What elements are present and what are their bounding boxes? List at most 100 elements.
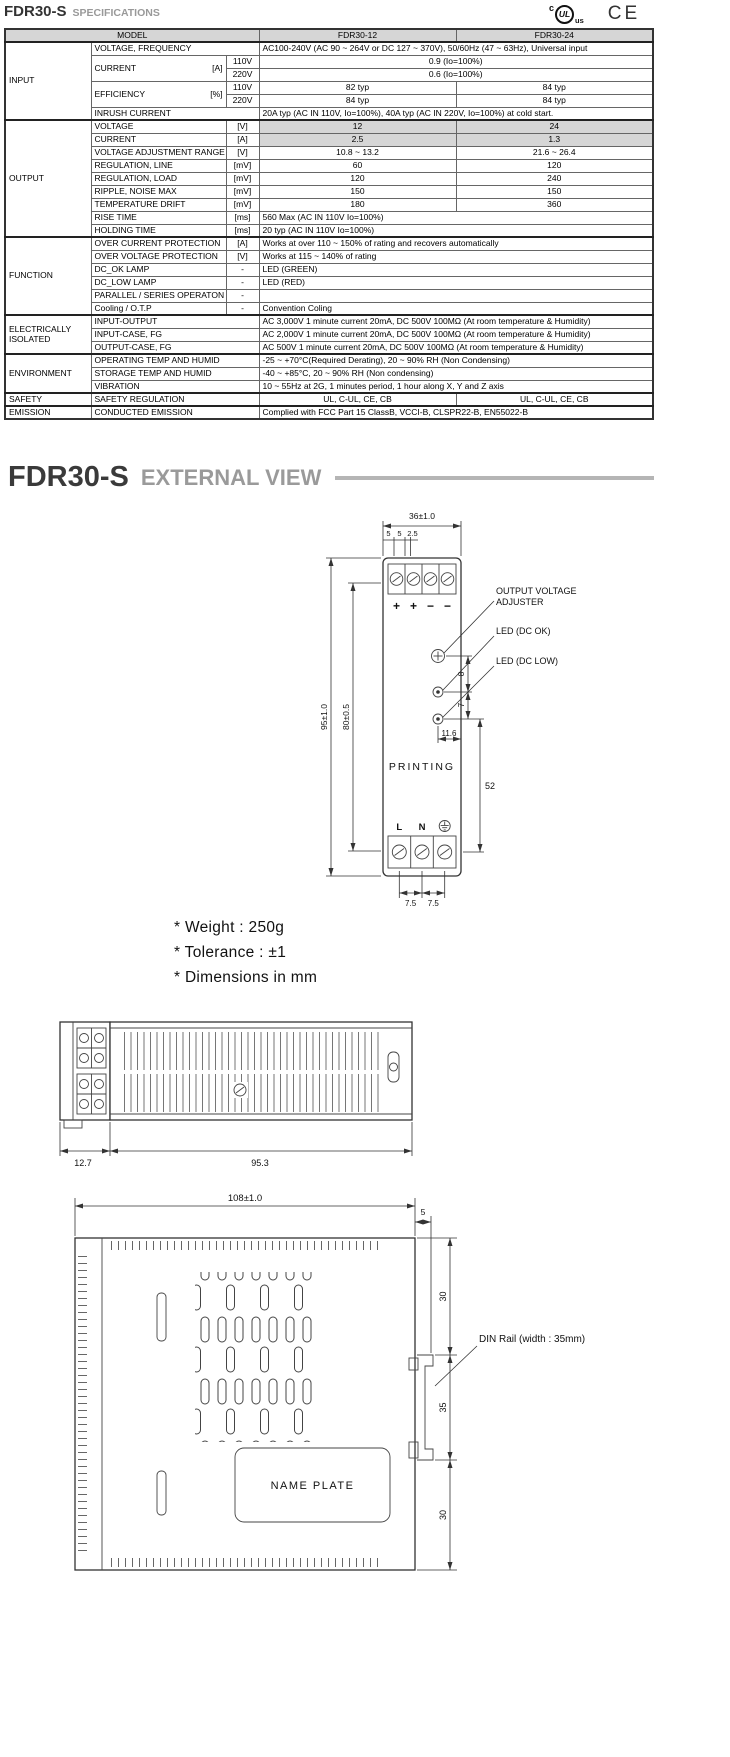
value-adj-m1: 10.8 ~ 13.2 bbox=[258, 145, 457, 160]
value-out-current-m2: 1.3 bbox=[455, 132, 654, 147]
dim-terminal-pitch-top: 5 5 2.5 bbox=[383, 529, 418, 556]
page-subtitle: SPECIFICATIONS bbox=[72, 7, 160, 19]
param-safety: SAFETY REGULATION bbox=[90, 392, 260, 407]
external-title: FDR30-S bbox=[8, 461, 129, 493]
row-dc-low-lamp: DC_LOW LAMP - LED (RED) bbox=[5, 275, 654, 290]
unit-cell: [A] bbox=[225, 132, 260, 147]
row-ovp: OVER VOLTAGE PROTECTION [V] Works at 115… bbox=[5, 249, 654, 264]
din-clip-tab bbox=[63, 1119, 83, 1129]
name-plate-outline bbox=[234, 1447, 391, 1523]
value-current-220: 0.6 (Io=100%) bbox=[258, 67, 654, 82]
row-vibration: VIBRATION 10 ~ 55Hz at 2G, 1 minutes per… bbox=[5, 379, 654, 394]
param-iso-oc: OUTPUT-CASE, FG bbox=[90, 340, 260, 355]
param-reg-load: REGULATION, LOAD bbox=[90, 171, 227, 186]
vent-grille-bottom bbox=[124, 1074, 380, 1112]
row-iso-input-output: ELECTRICALLY ISOLATED INPUT-OUTPUT AC 3,… bbox=[4, 314, 654, 355]
row-regulation-line: REGULATION, LINE [mV] 60 120 bbox=[5, 158, 654, 173]
row-output-voltage: OUTPUT VOLTAGE [V] 12 24 bbox=[4, 119, 654, 238]
value-regline-m1: 60 bbox=[258, 158, 457, 173]
front-view-drawing: + + − − 36±1.0 5 5 2.5 95±1.0 bbox=[319, 511, 577, 908]
dim-label: 5 bbox=[421, 1207, 426, 1217]
row-safety-regulation: SAFETY SAFETY REGULATION UL, C-UL, CE, C… bbox=[4, 392, 654, 407]
row-efficiency-220: 220V 84 typ 84 typ bbox=[5, 93, 654, 108]
vent-fins-bottom bbox=[107, 1558, 381, 1567]
terminal-screw bbox=[440, 572, 455, 586]
dim-width-36: 36±1.0 bbox=[382, 511, 462, 556]
dim-bottom-pitch: 7.5 7.5 bbox=[398, 871, 446, 908]
section-emission: EMISSION bbox=[4, 405, 92, 420]
param-dc-ok: DC_OK LAMP bbox=[90, 262, 227, 277]
terminal-screw bbox=[79, 1099, 89, 1109]
dim-label: 95±1.0 bbox=[319, 704, 329, 730]
callout-label: LED (DC LOW) bbox=[496, 656, 558, 666]
minus-label: − bbox=[427, 599, 434, 613]
plus-label: + bbox=[393, 599, 400, 613]
unit-cell: [V] bbox=[225, 119, 260, 134]
param-inrush: INRUSH CURRENT bbox=[90, 106, 260, 121]
terminal-section bbox=[59, 1021, 111, 1129]
param-ovp: OVER VOLTAGE PROTECTION bbox=[90, 249, 227, 264]
note-tolerance: * Tolerance : ±1 bbox=[174, 944, 287, 961]
param-ripple: RIPPLE, NOISE MAX bbox=[90, 184, 227, 199]
vent-fins-left bbox=[78, 1252, 87, 1556]
value-ovp: Works at 115 ~ 140% of rating bbox=[258, 249, 654, 264]
drawing-notes: * Weight : 250g * Tolerance : ±1 * Dimen… bbox=[174, 919, 317, 994]
param-ocp: OVER CURRENT PROTECTION bbox=[90, 236, 227, 251]
earth-ground-icon bbox=[438, 820, 451, 832]
callout-label: ADJUSTER bbox=[496, 597, 544, 607]
value-holding-time: 20 typ (AC IN 110V Io=100%) bbox=[258, 223, 654, 238]
line-label: L bbox=[396, 822, 402, 833]
value-ripple-m1: 150 bbox=[258, 184, 457, 199]
ce-mark: CE bbox=[607, 3, 641, 24]
value-vibration: 10 ~ 55Hz at 2G, 1 minutes period, 1 hou… bbox=[258, 379, 654, 394]
sub-220v: 220V bbox=[225, 67, 260, 82]
section-electrically-isolated: ELECTRICALLY ISOLATED bbox=[4, 314, 92, 355]
note-weight: * Weight : 250g bbox=[174, 919, 285, 936]
section-output: OUTPUT bbox=[4, 119, 92, 238]
param-dc-low: DC_LOW LAMP bbox=[90, 275, 227, 290]
dim-width-108: 108±1.0 bbox=[74, 1193, 416, 1236]
dim-52: 52 bbox=[463, 719, 495, 853]
value-dc-low: LED (RED) bbox=[258, 275, 654, 290]
bottom-terminal-block bbox=[387, 835, 457, 869]
row-ripple-noise: RIPPLE, NOISE MAX [mV] 150 150 bbox=[5, 184, 654, 199]
row-voltage-frequency: INPUT VOLTAGE, FREQUENCY AC100-240V (AC … bbox=[4, 41, 654, 121]
row-cooling-otp: Cooling / O.T.P - Convention Coling bbox=[5, 301, 654, 316]
callout-adjuster: OUTPUT VOLTAGE ADJUSTER bbox=[443, 586, 577, 654]
side-view-drawing: 12.7 95.3 bbox=[59, 1021, 413, 1168]
callout-label: OUTPUT VOLTAGE bbox=[496, 586, 577, 596]
param-op-temp: OPERATING TEMP AND HUMID bbox=[90, 353, 260, 368]
param-efficiency: EFFICIENCY[%] bbox=[90, 80, 227, 108]
vent-slot bbox=[156, 1470, 167, 1516]
value-drift-m2: 360 bbox=[455, 197, 654, 212]
dim-label: 52 bbox=[485, 781, 495, 791]
param-holding-time: HOLDING TIME bbox=[90, 223, 227, 238]
sub-110v: 110V bbox=[225, 80, 260, 95]
value-op-temp: -25 ~ +70°C(Required Derating), 20 ~ 90%… bbox=[258, 353, 654, 368]
row-operating-temp: ENVIRONMENT OPERATING TEMP AND HUMID -25… bbox=[4, 353, 654, 394]
param-rise-time: RISE TIME bbox=[90, 210, 227, 225]
printing-label: PRINTING bbox=[389, 761, 455, 773]
unit-cell: [mV] bbox=[225, 184, 260, 199]
value-out-voltage-m2: 24 bbox=[455, 119, 654, 134]
param-unit: [A] bbox=[212, 62, 223, 73]
neutral-label: N bbox=[419, 822, 426, 833]
dim-label: 95.3 bbox=[251, 1158, 269, 1168]
unit-cell: [ms] bbox=[225, 223, 260, 238]
dim-length-953: 95.3 bbox=[110, 1122, 413, 1168]
terminal-screw bbox=[94, 1053, 104, 1063]
led-dc-low-icon bbox=[432, 713, 444, 725]
row-inrush-current: INRUSH CURRENT 20A typ (AC IN 110V, Io=1… bbox=[5, 106, 654, 121]
value-eff-110-m1: 82 typ bbox=[258, 80, 457, 95]
table-header-row: MODEL FDR30-12 FDR30-24 bbox=[4, 28, 654, 43]
model-1-cell: FDR30-12 bbox=[258, 28, 457, 43]
value-st-temp: -40 ~ +85°C, 20 ~ 90% RH (Non condensing… bbox=[258, 366, 654, 381]
value-eff-220-m1: 84 typ bbox=[258, 93, 457, 108]
dim-led-offset: 11.6 bbox=[437, 726, 461, 743]
value-out-voltage-m1: 12 bbox=[258, 119, 457, 134]
value-regload-m1: 120 bbox=[258, 171, 457, 186]
unit-cell: - bbox=[225, 262, 260, 277]
value-rise-time: 560 Max (AC IN 110V Io=100%) bbox=[258, 210, 654, 225]
dim-height-80: 80±0.5 bbox=[341, 582, 381, 852]
row-parallel-series: PARALLEL / SERIES OPERATON - bbox=[5, 288, 654, 303]
